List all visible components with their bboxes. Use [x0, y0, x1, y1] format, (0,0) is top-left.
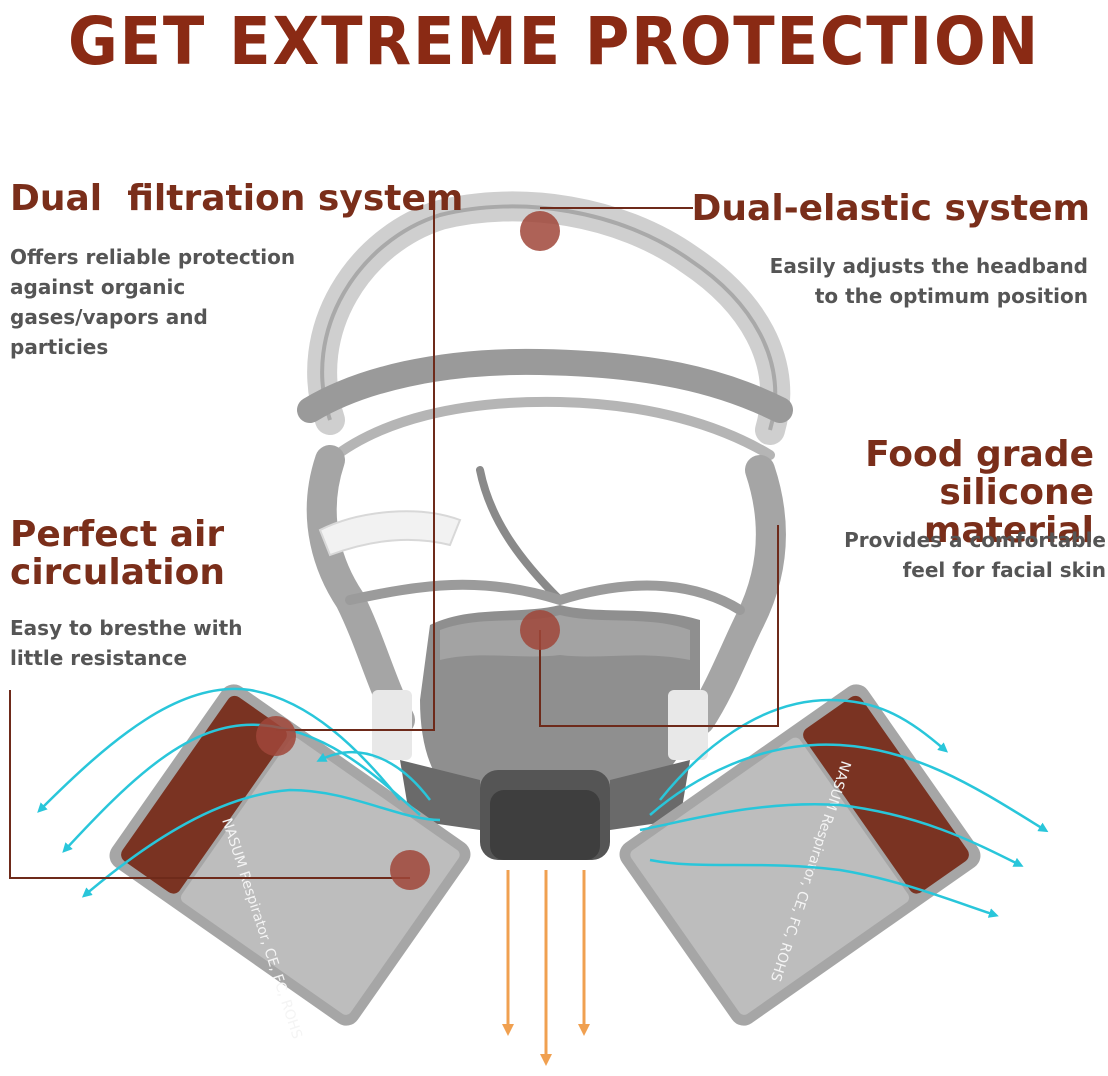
callout-line-filtration: [276, 208, 435, 731]
callout-dots: [256, 211, 560, 890]
side-straps: [306, 445, 786, 735]
airflow-arrows-down: [502, 870, 590, 1066]
callout-dot-elastic: [520, 211, 560, 251]
feature-title-dual-elastic: Dual-elastic system: [691, 188, 1090, 229]
feature-title-dual-filtration: Dual filtration system: [10, 178, 464, 219]
callout-dot-circulation: [390, 850, 430, 890]
clear-buckle: [318, 510, 462, 557]
feature-title-air-circulation: Perfect air circulation: [10, 514, 225, 593]
callout-dot-filtration: [256, 716, 296, 756]
headline: GET EXTREME PROTECTION: [67, 3, 1041, 80]
callout-dot-silicone: [520, 610, 560, 650]
feature-desc-dual-elastic: Easily adjusts the headband to the optim…: [769, 254, 1088, 308]
callout-line-circulation: [9, 690, 410, 879]
callout-line-silicone: [539, 525, 779, 727]
headband: [297, 191, 793, 465]
feature-desc-food-grade: Provides a comfortable feel for facial s…: [844, 528, 1106, 582]
callouts: [9, 207, 779, 879]
left-cartridge: [109, 684, 471, 1026]
airflow-arrows-out: [37, 687, 1049, 918]
feature-title-food-grade: Food grade silicone material: [865, 434, 1094, 551]
feature-desc-air-circulation: Easy to bresthe with little resistance: [10, 616, 243, 670]
mask-facepiece: [372, 605, 708, 860]
feature-desc-dual-filtration: Offers reliable protection against organ…: [10, 245, 296, 359]
